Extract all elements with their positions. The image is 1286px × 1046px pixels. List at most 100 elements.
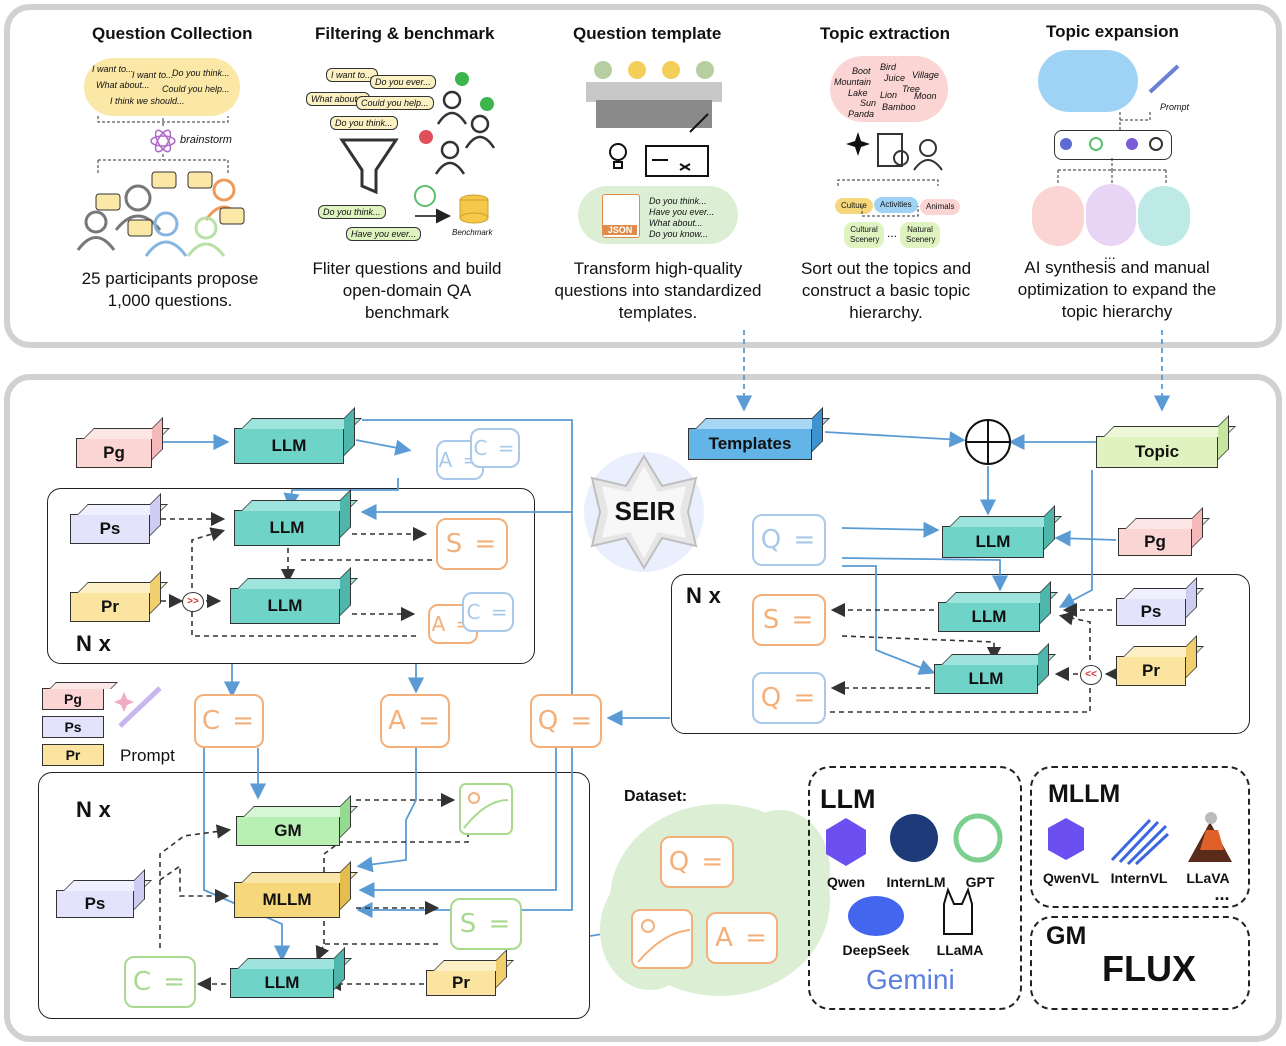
topic-chip-cultural-scenery: Cultural Scenery [844,222,884,248]
stage-title-question-collection: Question Collection [92,24,253,43]
stage-desc-question-collection: 25 participants propose 1,000 questions. [81,269,259,310]
llava-label: LLaVA [1186,870,1230,886]
check-icon [480,97,494,111]
audience-icon [586,61,722,128]
llm-models-box [808,766,1022,1010]
topic-word: Lake [848,88,868,98]
llm-box-loop-a: LLM [234,489,358,546]
expansion-cloud-top [1038,50,1138,112]
stage-desc-topic-extraction: Sort out the topics and construct a basi… [800,259,972,322]
topic-word: Bird [880,62,897,72]
stage-title-topic-extraction: Topic extraction [820,24,951,43]
nx-label-top-left: N x [76,631,111,656]
qwenvl-icon [1048,818,1084,860]
card-c-bottom: C = [124,956,196,1008]
expansion-cloud-mid [1086,184,1136,246]
card-q-right-bottom: Q = [752,672,826,724]
topic-word: Mountain [834,77,872,87]
topic-word: Lion [880,90,898,100]
llm-box-right-a: LLM [938,581,1058,632]
templates-box: Templates [688,407,830,460]
topic-word: Sun [860,98,877,108]
expansion-prompt-label: Prompt [1160,102,1190,112]
gm-box: GM [236,795,358,846]
filter-bubble: Could you help... [356,96,434,110]
brainstorm-icon [150,129,176,153]
collection-bubble: Could you help... [162,84,230,94]
flux-label: FLUX [1102,948,1196,989]
llm-box-top: LLM [234,407,362,464]
bottom-left-loop-box [38,772,590,1019]
pr-box-bottom: Pr [426,949,514,996]
topic-word: Village [912,70,939,80]
stage-desc-question-template: Transform high-quality questions into st… [554,259,762,322]
topic-chip-activities: Activities [874,197,918,213]
topic-chip-ellipsis: ... [887,226,898,240]
deepseek-icon [848,896,904,936]
gm-models-box [1030,916,1250,1010]
stage-title-filtering: Filtering & benchmark [315,24,495,43]
llama-label: LLaMA [936,942,984,958]
topic-word: Juice [884,73,906,83]
llm-box-loop-b: LLM [230,567,358,624]
funnel-icon [339,138,399,195]
mllm-models-title: MLLM [1048,780,1121,808]
image-icon [459,783,513,835]
right-loop-box [671,574,1250,734]
deepseek-label: DeepSeek [842,942,910,958]
gpt-icon [953,813,1003,863]
expansion-model-strip [1054,130,1172,160]
card-q-mid: Q = [530,694,602,748]
image-icon [631,909,693,969]
prompt-pr-box: Pr [42,744,104,766]
json-label: JSON [603,225,637,235]
document-search-icon [877,133,943,171]
llama-icon [943,887,973,935]
template-line: Have you ever... [649,207,715,217]
card-c-mid: C = [194,694,264,748]
template-line: What about... [649,218,703,228]
card-q-dataset: Q = [660,836,734,888]
card-a-mid: A = [380,694,450,748]
card-c-loop: C = [462,592,514,632]
mllm-more-label: ... [1214,884,1230,904]
sparkle-icon [846,132,870,156]
pr-box-loop: Pr [70,571,168,622]
card-s-right: S = [752,594,826,646]
brainstorm-label: brainstorm [180,134,232,146]
seir-label: SEIR [614,496,676,526]
stage-title-question-template: Question template [573,24,722,43]
filter-bubble: Do you think... [330,116,398,130]
expansion-cloud-left [1032,186,1084,246]
llm-box-right-top: LLM [942,505,1062,558]
card-a-dataset: A = [706,912,778,964]
collection-bubble: I want to... [92,64,134,74]
gm-models-title: GM [1046,922,1087,950]
prompt-pg-box: Pg [42,682,118,710]
ps-box-bottom: Ps [56,869,152,918]
speech-bubbles-icon [95,171,245,237]
merge-plus-icon [965,419,1011,465]
topic-words-cloud [830,56,948,122]
stage-desc-topic-expansion: AI synthesis and manual optimization to … [1017,258,1217,321]
mllm-box: MLLM [234,861,358,918]
collection-bubble: What about... [96,80,150,90]
topic-chip-culture: Culture [835,198,873,214]
check-icon [455,72,469,86]
pg-box-right: Pg [1118,507,1210,556]
topic-word: Panda [848,109,875,119]
filter-bubble: What about... [306,92,370,106]
gpt-label: GPT [965,874,995,890]
form-pen-icon [645,113,709,177]
topic-word: Bamboo [882,102,916,112]
participants-icon [76,178,244,257]
cross-icon [419,130,433,144]
filter-bubble: Have you ever... [346,227,422,241]
template-line: Do you know... [649,229,709,239]
topic-chip-animals: Animals [920,199,961,215]
collection-bubble: I want to... [132,70,174,80]
collection-bubble: Do you think... [172,68,230,78]
card-c-top: C = [470,428,520,468]
internlm-icon [890,814,938,862]
